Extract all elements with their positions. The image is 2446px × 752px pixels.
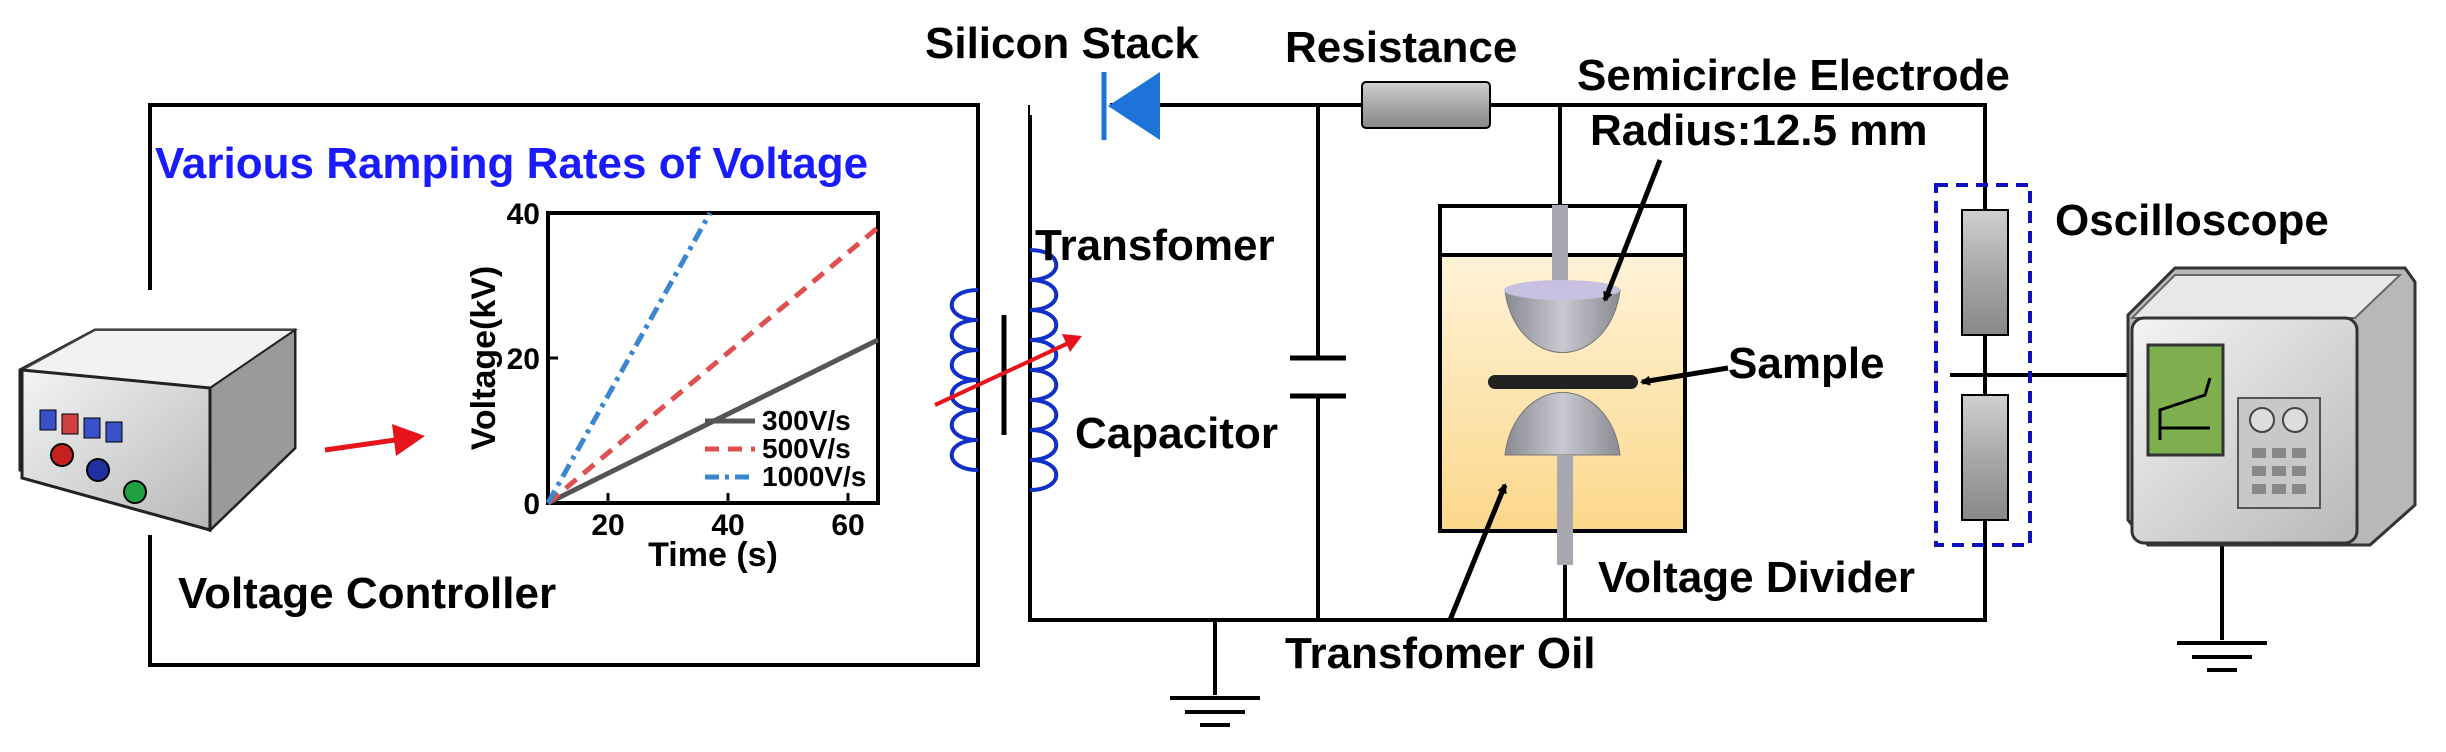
diode-icon	[1030, 72, 1160, 140]
ground-symbol-icon	[2177, 641, 2267, 672]
transformer-oil-label: Transfomer Oil	[1285, 629, 1596, 678]
sample-disc	[1488, 375, 1638, 389]
chart-series-line-2	[545, 211, 713, 505]
resistance-label: Resistance	[1285, 23, 1517, 72]
controller-arrow	[324, 424, 425, 456]
pointer-arrows	[1447, 159, 1729, 621]
oscilloscope-label: Oscilloscope	[2055, 196, 2329, 245]
resistor-icon	[1361, 81, 1491, 129]
chart-legend-label: 300V/s	[762, 405, 851, 436]
chart-y-tick-label: 40	[507, 198, 540, 231]
chart-series-line-1	[546, 225, 880, 505]
oscilloscope-icon	[2126, 266, 2417, 547]
semicircle-electrode-icon	[1504, 205, 1621, 565]
semicircle-electrode-label: Semicircle Electrode	[1577, 51, 2010, 100]
silicon-stack-label: Silicon Stack	[925, 19, 1199, 68]
transformer-label: Transfomer	[1035, 221, 1275, 270]
chart-x-tick-label: 60	[831, 509, 864, 542]
chart-x-axis-label: Time (s)	[648, 536, 778, 574]
voltage-divider-label: Voltage Divider	[1598, 553, 1915, 602]
chart-legend-label: 500V/s	[762, 433, 851, 464]
capacitor-symbol-icon	[1290, 355, 1346, 399]
capacitor-label: Capacitor	[1075, 409, 1278, 458]
voltage-controller-icon	[18, 328, 299, 533]
chart-y-tick-label: 0	[523, 488, 540, 521]
chart-x-tick-label: 40	[711, 509, 744, 542]
ground-symbol-icon	[1170, 696, 1260, 727]
voltage-divider	[1934, 183, 2032, 547]
sample-label: Sample	[1728, 339, 1885, 388]
chart-x-tick-label: 20	[591, 509, 624, 542]
radius-label: Radius:12.5 mm	[1590, 106, 1927, 155]
chart-legend-label: 1000V/s	[762, 461, 866, 492]
voltage-controller-label: Voltage Controller	[178, 569, 556, 618]
chart-y-axis-label: Voltage(kV)	[465, 266, 503, 451]
chart-y-tick-label: 20	[507, 343, 540, 376]
ramping-title: Various Ramping Rates of Voltage	[155, 139, 868, 188]
transformer-coil-icon	[934, 248, 1082, 492]
